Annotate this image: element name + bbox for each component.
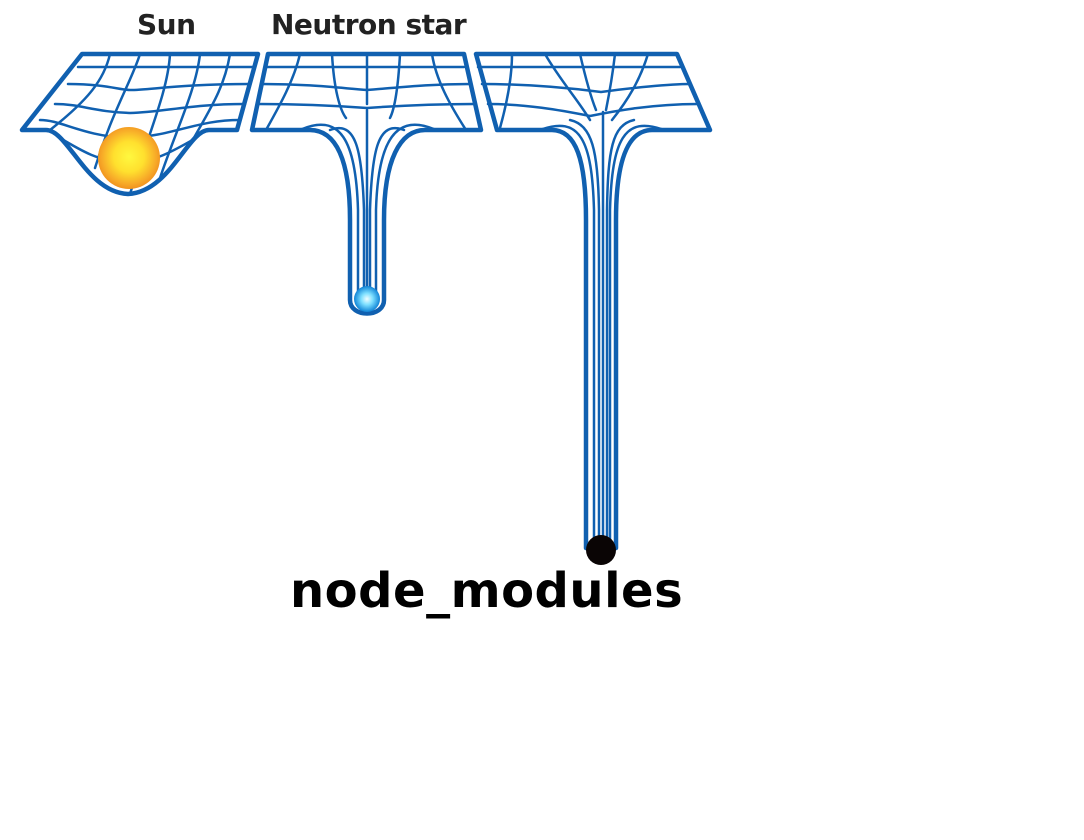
sun-well-grid [19,51,261,197]
sun-label: Sun [137,8,196,41]
sun-sphere-icon [98,127,160,189]
neutron-star-well-grid [249,51,484,316]
neutron-star-label: Neutron star [271,8,467,41]
black-hole-dot-icon [586,535,616,565]
node-modules-label: node_modules [290,563,684,619]
neutron-star-sphere-icon [354,286,380,312]
node-modules-well-grid [473,51,713,565]
